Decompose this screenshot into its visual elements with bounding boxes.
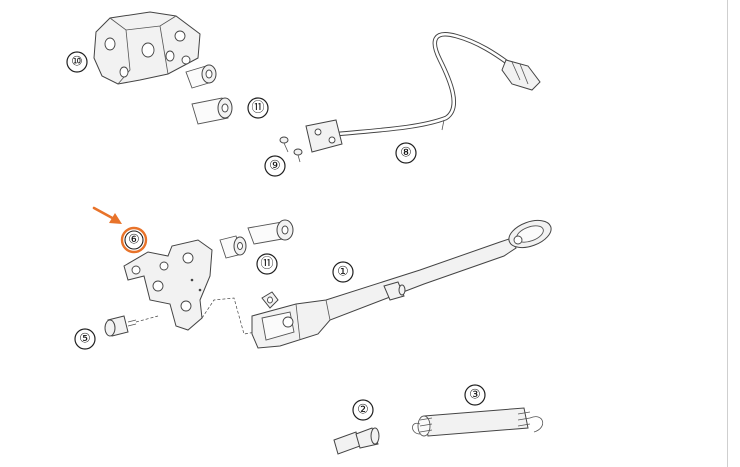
bolt-part-2 [333, 427, 380, 455]
callout-6-highlighted[interactable]: ⑥ [120, 226, 148, 254]
bracket-part-10 [93, 11, 201, 85]
callout-1-label: ① [337, 265, 349, 280]
side-stand-part-1 [251, 219, 552, 349]
callout-2: ② [352, 399, 374, 421]
callout-11-upper: ⑪ [247, 97, 269, 119]
callout-1: ① [332, 261, 354, 283]
callout-8: ⑧ [395, 142, 417, 164]
sensor-cable-part-8 [305, 32, 541, 153]
screw-part-5 [104, 315, 159, 337]
callout-9: ⑨ [264, 155, 286, 177]
callout-10: ⑩ [66, 51, 88, 73]
callout-8-label: ⑧ [400, 146, 412, 161]
spring-part-3 [412, 407, 543, 437]
panel-divider [727, 0, 728, 467]
callout-2-label: ② [357, 403, 369, 418]
callout-6-label: ⑥ [128, 233, 140, 248]
callout-3-label: ③ [469, 388, 481, 403]
callout-10-label: ⑩ [71, 55, 83, 70]
highlight-arrow [92, 206, 122, 224]
callout-9-label: ⑨ [269, 159, 281, 174]
callout-11-lower: ⑪ [256, 253, 278, 275]
callout-5-label: ⑤ [79, 332, 91, 347]
callout-11-upper-label: ⑪ [251, 101, 264, 116]
callout-11-lower-label: ⑪ [260, 257, 273, 272]
mounting-plate-part-6 [123, 239, 213, 331]
callout-5: ⑤ [74, 328, 96, 350]
assembly-line [201, 297, 257, 335]
callout-3: ③ [464, 384, 486, 406]
bushing-part-11-lower [219, 219, 294, 259]
bushing-part-11-upper [185, 64, 233, 125]
screws-part-9 [279, 136, 303, 163]
